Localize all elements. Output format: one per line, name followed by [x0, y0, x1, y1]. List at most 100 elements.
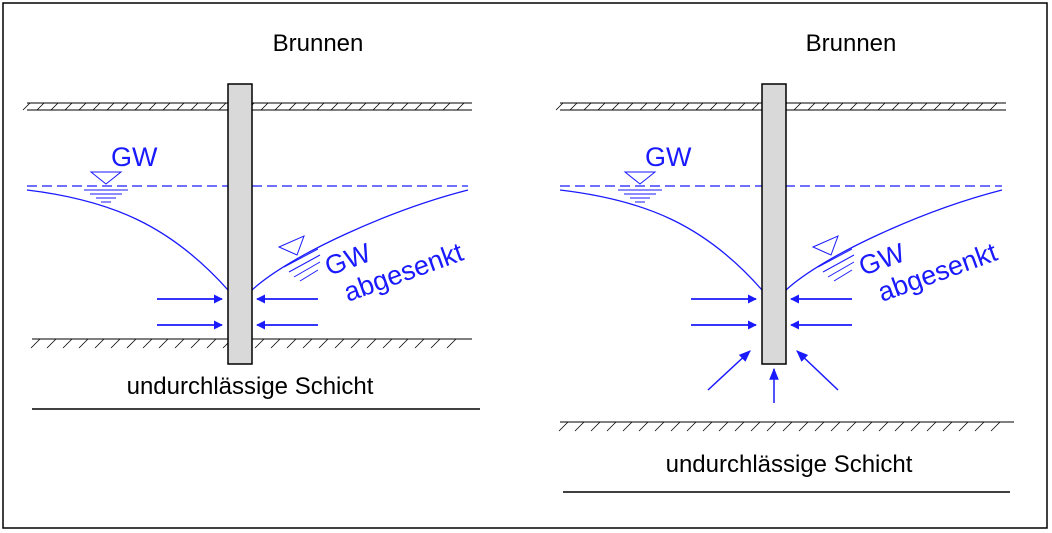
hatch-stroke [974, 421, 985, 432]
hatch-stroke [120, 102, 129, 111]
hatch-stroke [254, 338, 265, 349]
hatch-stroke [835, 102, 844, 111]
hatch-stroke [110, 338, 121, 349]
hatch-stroke [638, 421, 649, 432]
left-inflow-arrows [157, 294, 318, 330]
hatch-stroke [555, 102, 564, 111]
right-drawdown-curve-right [785, 189, 1003, 291]
hatch-stroke [878, 421, 889, 432]
hatch-stroke [334, 338, 345, 349]
hatch-stroke [64, 102, 73, 111]
hatch-stroke [750, 421, 761, 432]
hatch-stroke [442, 102, 451, 111]
left-ground-hatch [22, 102, 465, 111]
hatch-stroke [78, 338, 89, 349]
hatch-stroke [695, 102, 704, 111]
hatch-stroke [814, 421, 825, 432]
hatch-stroke [709, 102, 718, 111]
hatch-stroke [382, 338, 393, 349]
hatch-stroke [990, 421, 1001, 432]
hatch-stroke [681, 102, 690, 111]
hatch-stroke [670, 421, 681, 432]
hatch-stroke [723, 102, 732, 111]
hatch-stroke [288, 102, 297, 111]
hatch-stroke [302, 102, 311, 111]
hatch-stroke [316, 102, 325, 111]
hatch-stroke [807, 102, 816, 111]
hatch-stroke [270, 338, 281, 349]
hatch-stroke [863, 102, 872, 111]
hatch-stroke [877, 102, 886, 111]
right-drawdown-curve-left [559, 189, 763, 291]
hatch-stroke [446, 338, 457, 349]
hatch-stroke [734, 421, 745, 432]
hatch-stroke [148, 102, 157, 111]
hatch-stroke [961, 102, 970, 111]
hatch-stroke [766, 421, 777, 432]
hatch-stroke [653, 102, 662, 111]
hatch-stroke [793, 102, 802, 111]
hatch-stroke [558, 421, 569, 432]
hatch-stroke [400, 102, 409, 111]
left-drawdown-curve-left [26, 189, 229, 291]
hatch-stroke [583, 102, 592, 111]
hatch-stroke [798, 421, 809, 432]
right-gw-triangle-icon [618, 171, 662, 203]
hatch-stroke [318, 338, 329, 349]
hatch-stroke [830, 421, 841, 432]
hatch-stroke [142, 338, 153, 349]
right-well-pipe [761, 83, 787, 365]
hatch-stroke [821, 102, 830, 111]
hatch-stroke [606, 421, 617, 432]
left-gw-triangle-icon [84, 171, 128, 203]
hatch-stroke [204, 102, 213, 111]
hatch-stroke [46, 338, 57, 349]
hatch-stroke [430, 338, 441, 349]
hatch-stroke [622, 421, 633, 432]
left-drawdown-curve-right [251, 189, 469, 291]
hatch-stroke [782, 421, 793, 432]
hatch-stroke [134, 102, 143, 111]
hatch-stroke [260, 102, 269, 111]
right-lowered-gw-triangle-icon [811, 235, 855, 282]
hatch-stroke [862, 421, 873, 432]
hatch-stroke [158, 338, 169, 349]
hatch-stroke [162, 102, 171, 111]
hatch-stroke [849, 102, 858, 111]
hatch-stroke [975, 102, 984, 111]
hatch-stroke [574, 421, 585, 432]
hatch-stroke [350, 338, 361, 349]
hatch-stroke [428, 102, 437, 111]
hatch-stroke [958, 421, 969, 432]
hatch-stroke [94, 338, 105, 349]
hatch-stroke [942, 421, 953, 432]
right-bottom-inflow-arrows [707, 350, 839, 403]
hatch-stroke [414, 102, 423, 111]
hatch-stroke [78, 102, 87, 111]
left-impermeable-hatch [30, 338, 457, 349]
hatch-stroke [190, 102, 199, 111]
hatch-stroke [174, 338, 185, 349]
hatch-stroke [398, 338, 409, 349]
hatch-stroke [36, 102, 45, 111]
left-well-label: Brunnen [273, 30, 364, 57]
hatch-stroke [30, 338, 41, 349]
hatch-stroke [894, 421, 905, 432]
right-impermeable-top [558, 421, 1014, 432]
hatch-stroke [989, 102, 998, 111]
hatch-stroke [686, 421, 697, 432]
hatch-stroke [667, 102, 676, 111]
hatch-stroke [22, 102, 31, 111]
hatch-stroke [846, 421, 857, 432]
hatch-stroke [891, 102, 900, 111]
left-layer-label: undurchlässige Schicht [127, 373, 374, 400]
hatch-stroke [569, 102, 578, 111]
hatch-stroke [737, 102, 746, 111]
hatch-stroke [372, 102, 381, 111]
right-impermeable-hatch [558, 421, 1001, 432]
hatch-stroke [366, 338, 377, 349]
hatch-stroke [274, 102, 283, 111]
